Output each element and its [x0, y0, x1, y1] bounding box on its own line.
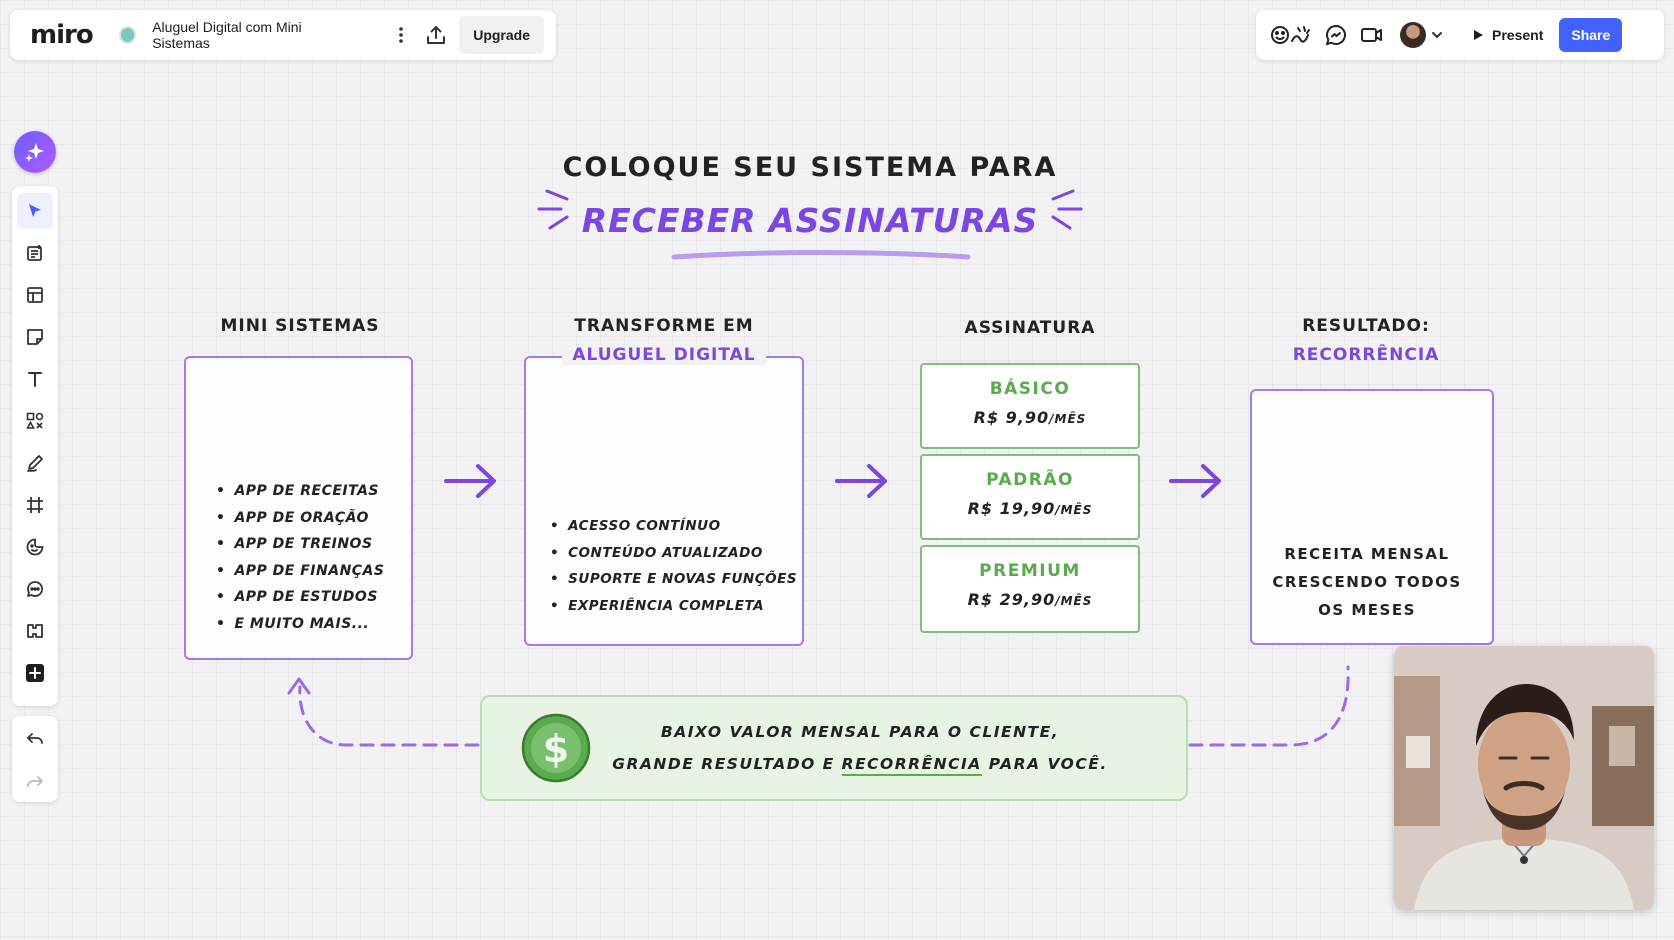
list-item: E MUITO MAIS... — [216, 616, 384, 643]
shapes-icon[interactable] — [17, 403, 53, 439]
bottom-line2-after: PARA VOCÊ. — [988, 755, 1108, 773]
bottom-line2-highlight: RECORRÊNCIA — [841, 755, 982, 776]
select-cursor-icon[interactable] — [17, 193, 53, 229]
plan-premium[interactable]: PREMIUM R$ 29,90/MÊS — [920, 545, 1140, 633]
board-title-line1[interactable]: COLOQUE SEU SISTEMA PARA — [562, 152, 1058, 183]
list-item: APP DE ESTUDOS — [216, 589, 384, 616]
col4-heading-line2[interactable]: RECORRÊNCIA — [1292, 345, 1440, 365]
board-title-line2[interactable]: RECEBER ASSINATURAS — [581, 201, 1039, 240]
export-icon[interactable] — [418, 17, 453, 53]
col2-list: ACESSO CONTÍNUO CONTEÚDO ATUALIZADO SUPO… — [550, 518, 797, 624]
list-item: APP DE ORAÇÃO — [216, 510, 384, 537]
col1-heading[interactable]: MINI SISTEMAS — [220, 316, 380, 336]
plan-price: R$ 19,90/MÊS — [967, 499, 1093, 518]
col4-panel[interactable] — [1250, 389, 1494, 645]
creation-toolbar — [12, 186, 58, 706]
plan-price: R$ 9,90/MÊS — [973, 408, 1087, 427]
list-item: CONTEÚDO ATUALIZADO — [550, 545, 797, 572]
chevron-down-icon — [1426, 17, 1448, 53]
plan-price: R$ 29,90/MÊS — [967, 590, 1093, 609]
bottom-message-box[interactable] — [480, 695, 1188, 801]
sticky-note-icon[interactable] — [17, 319, 53, 355]
miro-logo[interactable]: miro — [30, 20, 94, 50]
present-label: Present — [1492, 27, 1544, 43]
frame-icon[interactable] — [17, 487, 53, 523]
video-call-icon[interactable] — [1354, 17, 1390, 53]
presenter-video[interactable] — [1394, 646, 1654, 910]
plan-padrao[interactable]: PADRÃO R$ 19,90/MÊS — [920, 454, 1140, 540]
flow-arrows — [444, 464, 1221, 498]
frames-layout-icon[interactable] — [17, 277, 53, 313]
reactions-icon[interactable] — [1266, 17, 1318, 53]
col4-text-line2: CRESCENDO TODOS — [1272, 573, 1462, 591]
col4-heading-line1[interactable]: RESULTADO: — [1302, 316, 1430, 336]
col4-text-line1: RECEITA MENSAL — [1284, 545, 1450, 563]
plan-name: PADRÃO — [986, 470, 1074, 490]
col4-text: RECEITA MENSAL CRESCENDO TODOS OS MESES — [1252, 540, 1482, 624]
plan-basico[interactable]: BÁSICO R$ 9,90/MÊS — [920, 363, 1140, 449]
bottom-line2: GRANDE RESULTADO E RECORRÊNCIA PARA VOCÊ… — [590, 755, 1130, 776]
plan-name: PREMIUM — [979, 561, 1081, 581]
col4-text-line3: OS MESES — [1318, 601, 1416, 619]
upgrade-button[interactable]: Upgrade — [459, 16, 545, 54]
list-item: APP DE TREINOS — [216, 536, 384, 563]
avatar — [1400, 22, 1426, 48]
apps-icon[interactable] — [17, 613, 53, 649]
templates-icon[interactable] — [17, 235, 53, 271]
col2-heading-line1[interactable]: TRANSFORME EM — [574, 316, 754, 336]
list-item: APP DE FINANÇAS — [216, 563, 384, 590]
undo-redo-bar — [12, 716, 58, 802]
present-button[interactable]: Present — [1460, 17, 1556, 53]
plus-icon[interactable] — [17, 655, 53, 691]
col2-heading-line2[interactable]: ALUGUEL DIGITAL — [562, 345, 766, 365]
play-icon — [1474, 30, 1483, 40]
list-item: APP DE RECEITAS — [216, 483, 384, 510]
list-item: ACESSO CONTÍNUO — [550, 518, 797, 545]
pen-icon[interactable] — [17, 445, 53, 481]
emoji-sticker-icon[interactable] — [17, 529, 53, 565]
col1-list: APP DE RECEITAS APP DE ORAÇÃO APP DE TRE… — [216, 483, 384, 642]
topbar-left: miro Aluguel Digital com Mini Sistemas U… — [10, 10, 556, 60]
bottom-line2-before: GRANDE RESULTADO E — [612, 755, 835, 773]
user-menu[interactable] — [1394, 17, 1454, 53]
redo-icon[interactable] — [17, 763, 53, 799]
share-button[interactable]: Share — [1559, 18, 1623, 52]
more-vertical-icon[interactable] — [384, 17, 419, 53]
undo-icon[interactable] — [17, 720, 53, 756]
plan-name: BÁSICO — [989, 379, 1071, 399]
text-icon[interactable] — [17, 361, 53, 397]
board-status-dot — [118, 26, 137, 44]
bottom-line1: BAIXO VALOR MENSAL PARA O CLIENTE, — [660, 723, 1060, 741]
comment-icon[interactable] — [17, 571, 53, 607]
chat-icon[interactable] — [1318, 17, 1354, 53]
col3-heading[interactable]: ASSINATURA — [964, 318, 1096, 338]
list-item: SUPORTE E NOVAS FUNÇÕES — [550, 571, 797, 598]
board-name[interactable]: Aluguel Digital com Mini Sistemas — [152, 19, 302, 51]
list-item: EXPERIÊNCIA COMPLETA — [550, 598, 797, 625]
ai-sparkle-icon[interactable] — [14, 131, 56, 173]
topbar-right: Present Share — [1256, 10, 1664, 60]
